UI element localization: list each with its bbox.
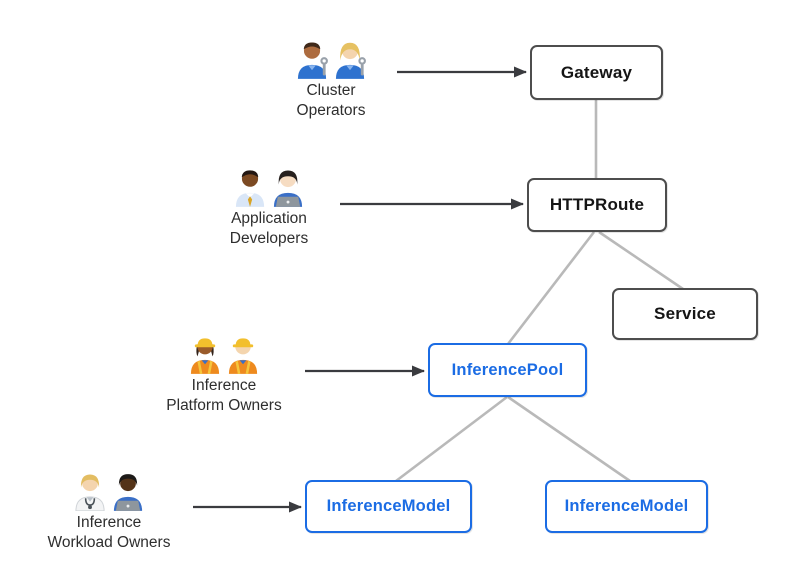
persona-label-inference-workload-owners: Inference Workload Owners <box>48 513 171 552</box>
man-technologist-icon <box>113 474 142 511</box>
man-construction-worker-icon <box>228 338 257 374</box>
node-httproute: HTTPRoute <box>527 178 667 232</box>
persona-label-cluster-operators: Cluster Operators <box>297 81 366 120</box>
node-inferencemodel-left: InferenceModel <box>305 480 472 533</box>
persona-cluster-operators: Cluster Operators <box>260 37 402 120</box>
node-inferencemodel-left-label: InferenceModel <box>326 497 451 515</box>
persona-label-line1: Inference <box>191 377 257 394</box>
actor-arrows <box>193 66 527 513</box>
developers-icon <box>233 165 306 207</box>
edge-inferencepool-inferencemodel-left <box>395 395 508 483</box>
woman-construction-worker-icon <box>190 338 219 374</box>
node-service: Service <box>612 288 758 340</box>
construction-workers-icon <box>188 332 261 374</box>
workload-owners-icon <box>73 469 146 511</box>
persona-label-line1: Application <box>231 210 307 227</box>
man-office-worker-icon <box>235 170 264 207</box>
persona-label-line2: Platform Owners <box>166 396 282 414</box>
woman-mechanic-icon <box>335 42 366 79</box>
man-mechanic-icon <box>297 42 328 79</box>
persona-inference-workload-owners: Inference Workload Owners <box>18 469 200 552</box>
node-inferencemodel-right-label: InferenceModel <box>564 497 689 515</box>
persona-label-inference-platform-owners: Inference Platform Owners <box>166 376 281 415</box>
health-worker-icon <box>74 474 105 511</box>
persona-label-application-developers: Application Developers <box>230 209 308 248</box>
edge-inferencepool-inferencemodel-right <box>507 395 631 483</box>
persona-label-line1: Cluster <box>306 82 356 99</box>
node-inferencemodel-right: InferenceModel <box>545 480 708 533</box>
persona-label-line1: Inference <box>76 514 142 531</box>
node-service-label: Service <box>654 304 716 323</box>
persona-label-line2: Workload Owners <box>47 533 171 551</box>
node-httproute-label: HTTPRoute <box>549 195 645 214</box>
node-inferencepool: InferencePool <box>428 343 587 397</box>
edge-httproute-inferencepool <box>506 231 596 345</box>
woman-technologist-icon <box>273 170 302 207</box>
node-gateway-label: Gateway <box>560 62 633 82</box>
persona-application-developers: Application Developers <box>198 165 340 248</box>
persona-inference-platform-owners: Inference Platform Owners <box>133 332 315 415</box>
persona-label-line2: Operators <box>296 101 366 119</box>
node-inferencepool-label: InferencePool <box>451 360 564 379</box>
persona-label-line2: Developers <box>229 229 309 247</box>
edge-httproute-service <box>598 230 684 291</box>
node-gateway: Gateway <box>530 45 663 100</box>
mechanics-icon <box>295 37 368 79</box>
